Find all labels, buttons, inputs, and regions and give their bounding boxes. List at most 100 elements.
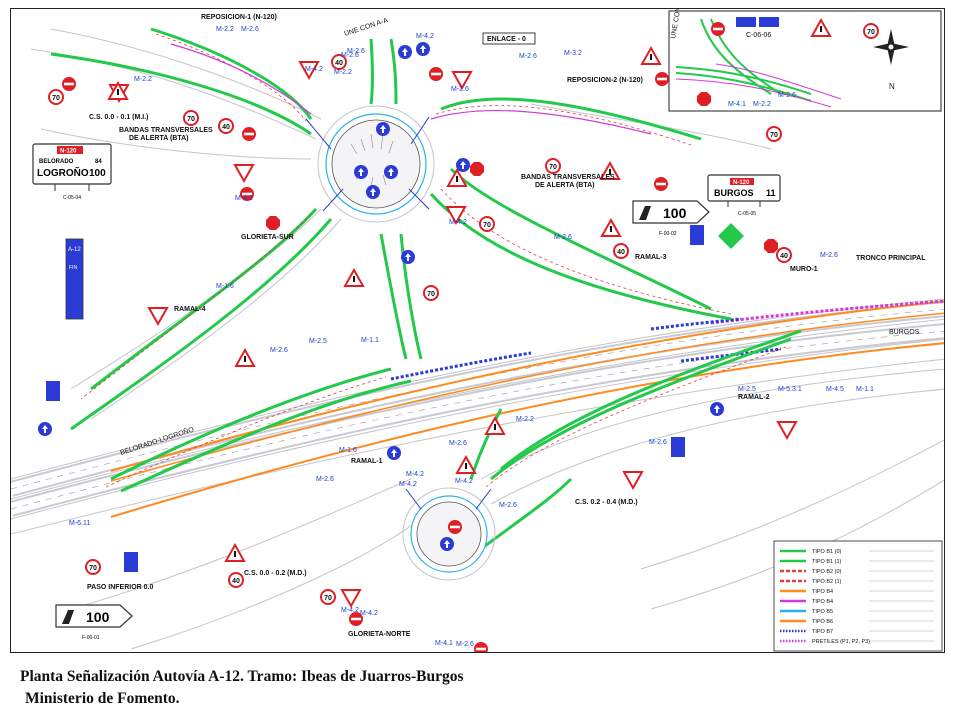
speed-limit-sign: 70 bbox=[423, 285, 439, 301]
mandatory-direction-sign bbox=[710, 402, 724, 416]
warning-sign bbox=[224, 542, 246, 562]
label-bandas-right-1: BANDAS TRANSVERSALES bbox=[521, 174, 615, 181]
svg-text:70: 70 bbox=[770, 132, 778, 139]
label-cs-mid: C.S. 0.2 - 0.4 (M.D.) bbox=[575, 499, 638, 506]
road-marking-label: M-2.6 bbox=[456, 641, 474, 648]
road-marking-label: M-4.1 bbox=[435, 640, 453, 647]
svg-text:40: 40 bbox=[780, 253, 788, 260]
yield-sign bbox=[340, 589, 362, 609]
yield-sign bbox=[445, 206, 467, 226]
no-entry-sign bbox=[62, 77, 76, 91]
svg-text:BURGOS: BURGOS bbox=[714, 188, 754, 198]
road-marking-label: M-4.1 bbox=[728, 101, 746, 108]
svg-text:70: 70 bbox=[187, 116, 195, 123]
stop-signs bbox=[266, 92, 778, 253]
mandatory-direction-sign bbox=[387, 446, 401, 460]
label-cs-top: C.S. 0.0 - 0.1 (M.I.) bbox=[89, 114, 149, 121]
road-marking-label: M-6.11 bbox=[69, 520, 90, 527]
logrono-direction-sign: N-120 BELORADO 84 LOGROÑO 100 C-05-04 bbox=[32, 143, 112, 201]
warning-sign bbox=[234, 347, 256, 367]
warning-sign bbox=[640, 45, 662, 65]
stop-sign bbox=[764, 239, 778, 253]
svg-text:FIN: FIN bbox=[69, 265, 77, 271]
no-entry-sign bbox=[711, 22, 725, 36]
warning-sign bbox=[484, 415, 506, 435]
road-marking-label: M-2.6 bbox=[451, 86, 469, 93]
road-marking-label: M-2.6 bbox=[341, 52, 359, 59]
speed-limit-sign: 40 bbox=[613, 243, 629, 259]
speed-limit-sign: 70 bbox=[863, 23, 879, 39]
mandatory-direction-sign bbox=[416, 42, 430, 56]
svg-text:100: 100 bbox=[89, 168, 106, 179]
curbs-magenta bbox=[170, 43, 652, 135]
no-entry-sign bbox=[654, 177, 668, 191]
no-entry-sign bbox=[349, 612, 363, 626]
svg-text:100: 100 bbox=[663, 205, 687, 221]
burgos-direction-sign: N-120 BURGOS 11 C-05-05 bbox=[707, 174, 781, 217]
label-ramal-2: RAMAL-2 bbox=[738, 394, 770, 401]
speed-limit-sign: 70 bbox=[183, 110, 199, 126]
caption-line-1: Planta Señalización Autovía A-12. Tramo:… bbox=[20, 668, 464, 685]
svg-text:N-120: N-120 bbox=[60, 149, 77, 155]
speed-limit-sign: 40 bbox=[228, 572, 244, 588]
warning-sign bbox=[599, 160, 621, 180]
legend-label: TIPO B6 bbox=[812, 619, 833, 625]
svg-text:40: 40 bbox=[335, 60, 343, 67]
label-muro-1: MURO-1 bbox=[790, 266, 818, 273]
glorieta-norte bbox=[402, 487, 496, 581]
road-marking-label: M-2.6 bbox=[347, 48, 365, 55]
label-glorieta-norte: GLORIETA-NORTE bbox=[348, 631, 411, 638]
road-marking-label: M-2.2 bbox=[134, 76, 152, 83]
svg-text:70: 70 bbox=[324, 595, 332, 602]
speed-limit-sign: 70 bbox=[479, 216, 495, 232]
speed-limit-sign: 70 bbox=[85, 559, 101, 575]
speed-limit-sign: 40 bbox=[331, 54, 347, 70]
legend-label: TIPO B4 bbox=[812, 589, 833, 595]
road-marking-label: M-2.6 bbox=[649, 439, 667, 446]
blue-info-sign bbox=[46, 381, 60, 401]
signage-plan-map: UNE CON A-A C-06-06 N ENLACE - 0 UNE CON… bbox=[10, 8, 945, 653]
legend: TIPO B1 (0)TIPO B1 (1)TIPO B2 (0)TIPO B2… bbox=[773, 540, 943, 652]
legend-label: TIPO B2 (1) bbox=[812, 579, 842, 585]
road-marking-label: M-2.5 bbox=[309, 338, 327, 345]
speed-limit-signs: 70 70 40 40 70 40 70 70 70 40 70 40 70 70 bbox=[48, 23, 879, 605]
road-marking-label: M-4.2 bbox=[406, 471, 424, 478]
road-marking-label: M-4.2 bbox=[399, 481, 417, 488]
svg-text:100: 100 bbox=[86, 609, 110, 625]
mandatory-direction-sign bbox=[440, 537, 454, 551]
warning-signs bbox=[107, 17, 832, 562]
barriers-green bbox=[50, 27, 802, 551]
mandatory-direction-sign bbox=[354, 165, 368, 179]
road-marking-label: M-5.3.1 bbox=[778, 386, 802, 393]
road-marking-label: M-2.6 bbox=[519, 53, 537, 60]
no-entry-sign bbox=[240, 187, 254, 201]
svg-text:11: 11 bbox=[766, 188, 776, 198]
caption-line-2: Ministerio de Fomento. bbox=[25, 690, 180, 707]
green-guide-sign bbox=[715, 220, 747, 252]
label-bandas-left-2: DE ALERTA (BTA) bbox=[129, 135, 189, 142]
road-marking-label: M-4.2 bbox=[305, 66, 323, 73]
yield-sign bbox=[776, 421, 798, 441]
legend-label: TIPO B1 (0) bbox=[812, 549, 842, 555]
mandatory-direction-sign bbox=[456, 158, 470, 172]
svg-text:70: 70 bbox=[427, 291, 435, 298]
road-marking-label: M-2.6 bbox=[270, 347, 288, 354]
speed-limit-sign: 40 bbox=[218, 118, 234, 134]
yield-sign bbox=[298, 61, 320, 81]
legend-label: TIPO B5 bbox=[812, 609, 833, 615]
mandatory-direction-sign bbox=[401, 250, 415, 264]
road-marking-label: M-4.2 bbox=[341, 607, 359, 614]
legend-label: TIPO B4 bbox=[812, 599, 833, 605]
north-arrow: N bbox=[873, 29, 909, 91]
svg-text:70: 70 bbox=[52, 95, 60, 102]
svg-text:F-00-01: F-00-01 bbox=[82, 635, 100, 641]
no-entry-sign bbox=[429, 67, 443, 81]
svg-text:70: 70 bbox=[549, 164, 557, 171]
warning-sign bbox=[446, 167, 468, 187]
road-marking-label: M-4.2 bbox=[449, 219, 467, 226]
road-marking-label: M-4.2 bbox=[360, 610, 378, 617]
label-ramal-1: RAMAL-1 bbox=[351, 458, 383, 465]
speed-panel-100-right: 100 F-00-02 bbox=[632, 200, 710, 237]
mandatory-direction-sign bbox=[398, 45, 412, 59]
